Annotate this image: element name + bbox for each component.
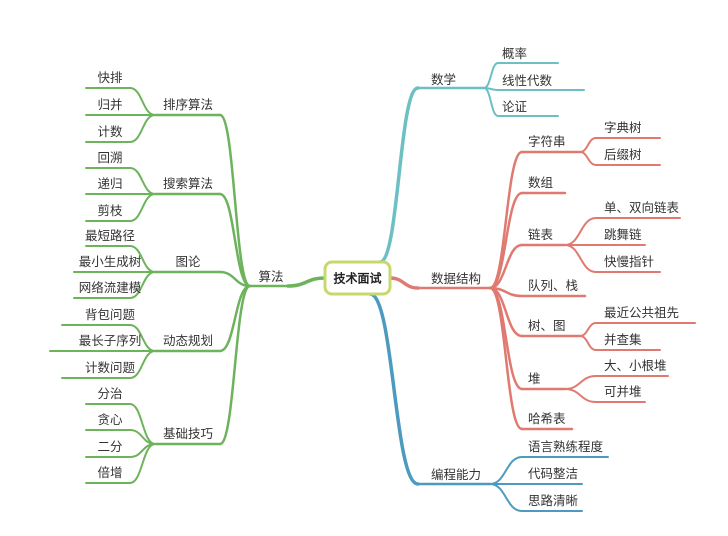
algo-sub-link	[218, 192, 252, 288]
ds-sub-link	[488, 286, 524, 391]
ds-leaf-label[interactable]: 字典树	[604, 120, 642, 135]
algo-leaf-link	[129, 167, 156, 195]
math-child-link	[483, 87, 499, 117]
ds-leaf-link	[579, 151, 597, 166]
ds-leaf-label[interactable]: 最近公共祖先	[604, 305, 679, 320]
root-node-box	[323, 260, 392, 296]
root-node[interactable]: 技术面试	[323, 260, 392, 296]
ds-sub-link	[488, 191, 524, 290]
ds-sub-link	[488, 286, 524, 431]
algo-leaf-label[interactable]: 计数	[97, 124, 123, 139]
ds-leaf-label[interactable]: 后缀树	[604, 147, 642, 162]
branch-data-structures-link	[388, 276, 420, 290]
algo-leaf-label[interactable]: 网络流建模	[79, 280, 142, 295]
algo-leaf-label[interactable]: 剪枝	[97, 203, 123, 218]
ds-leaf-link	[564, 375, 597, 390]
ds-sub-label[interactable]: 队列、栈	[528, 278, 578, 293]
ds-sub-label[interactable]: 链表	[528, 227, 554, 242]
algo-leaf-label[interactable]: 分治	[97, 386, 122, 401]
math-child-label[interactable]: 概率	[502, 46, 527, 61]
ds-sub-label[interactable]: 树、图	[528, 318, 566, 333]
algo-leaf-label[interactable]: 最短路径	[85, 228, 135, 243]
ds-leaf-label[interactable]: 快慢指针	[604, 254, 654, 269]
algo-sub-link	[218, 284, 252, 446]
branch-data-structures-label[interactable]: 数据结构	[431, 271, 481, 286]
algo-leaf-label[interactable]: 最长子序列	[79, 333, 142, 348]
ds-leaf-link	[564, 217, 597, 246]
math-child-link	[483, 62, 499, 89]
algo-leaf-label[interactable]: 计数问题	[85, 360, 136, 375]
math-child-label[interactable]: 论证	[502, 99, 528, 114]
algo-sub-link	[218, 113, 252, 288]
ds-sub-link	[488, 243, 524, 290]
algo-leaf-label[interactable]: 倍增	[97, 465, 122, 480]
ds-leaf-label[interactable]: 单、双向链表	[604, 200, 680, 215]
ds-leaf-label[interactable]: 并查集	[604, 332, 642, 347]
programming-child-link	[489, 456, 523, 485]
root-node-label: 技术面试	[333, 271, 381, 286]
algo-sub-label[interactable]: 基础技巧	[163, 426, 213, 441]
branch-algorithms-link	[286, 276, 327, 288]
programming-child-label[interactable]: 思路清晰	[528, 493, 578, 508]
algo-sub-label[interactable]: 排序算法	[163, 97, 213, 112]
algo-leaf-label[interactable]: 背包问题	[85, 307, 136, 322]
ds-leaf-label[interactable]: 跳舞链	[604, 227, 642, 242]
programming-child-link	[489, 483, 523, 512]
branch-programming-link	[368, 292, 420, 486]
branch-math-link	[378, 86, 420, 264]
algo-sub-label[interactable]: 搜索算法	[163, 176, 213, 191]
algo-leaf-link	[129, 443, 156, 484]
ds-leaf-link	[579, 335, 597, 351]
math-child-label[interactable]: 线性代数	[502, 73, 553, 88]
algo-leaf-link	[129, 271, 156, 299]
ds-leaf-link	[579, 137, 597, 153]
algo-leaf-link	[129, 350, 156, 379]
ds-sub-label[interactable]: 字符串	[528, 134, 566, 149]
ds-leaf-label[interactable]: 可并堆	[604, 384, 642, 399]
algo-leaf-label[interactable]: 二分	[97, 439, 122, 454]
programming-child-label[interactable]: 代码整洁	[528, 466, 578, 481]
ds-sub-label[interactable]: 哈希表	[528, 411, 566, 426]
branch-links	[49, 62, 696, 512]
algo-leaf-label[interactable]: 快排	[97, 70, 123, 85]
branch-algorithms-label[interactable]: 算法	[258, 269, 283, 284]
algo-leaf-link	[129, 193, 156, 222]
algo-leaf-label[interactable]: 归并	[97, 97, 122, 112]
algo-leaf-label[interactable]: 贪心	[97, 412, 123, 427]
algo-sub-link	[218, 284, 252, 353]
ds-leaf-label[interactable]: 大、小根堆	[604, 358, 667, 373]
algo-leaf-link	[129, 87, 156, 116]
algo-leaf-label[interactable]: 回溯	[97, 150, 122, 165]
algo-leaf-label[interactable]: 递归	[97, 176, 122, 191]
programming-child-label[interactable]: 语言熟练程度	[528, 439, 604, 454]
algo-sub-link	[218, 270, 252, 288]
branch-programming-label[interactable]: 编程能力	[431, 467, 481, 482]
algo-sub-label[interactable]: 图论	[175, 254, 201, 269]
ds-sub-label[interactable]: 数组	[528, 175, 553, 190]
branch-math-label[interactable]: 数学	[431, 72, 456, 87]
ds-leaf-link	[579, 322, 597, 337]
ds-sub-label[interactable]: 堆	[528, 371, 541, 386]
algo-sub-label[interactable]: 动态规划	[163, 333, 213, 348]
algo-leaf-link	[129, 114, 156, 143]
ds-leaf-link	[564, 388, 597, 403]
ds-leaf-link	[564, 244, 597, 273]
algo-leaf-label[interactable]: 最小生成树	[79, 254, 142, 269]
